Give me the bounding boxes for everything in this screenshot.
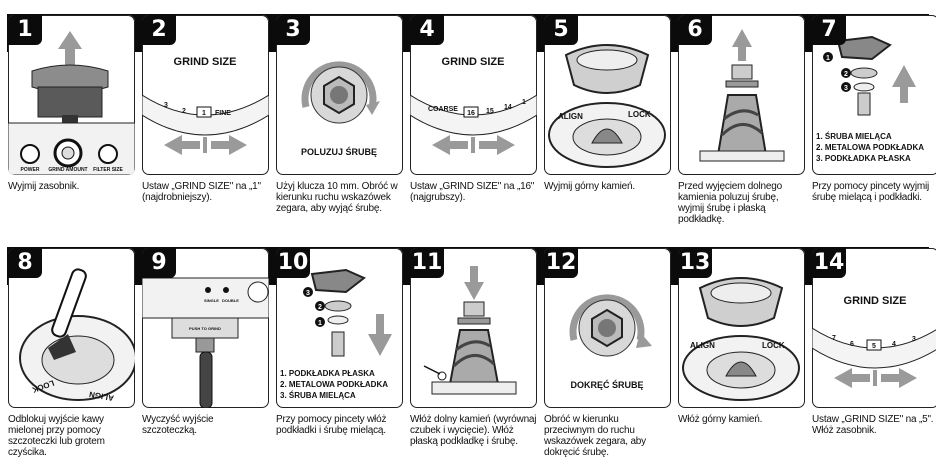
double-label: DOUBLE bbox=[222, 298, 239, 303]
badge-2: 2 bbox=[844, 71, 848, 78]
step-number: 5 bbox=[544, 15, 578, 45]
parts-label-2: 2. METALOWA PODKŁADKA bbox=[280, 380, 388, 389]
dial-tick-selected: 5 bbox=[872, 343, 876, 350]
grind-size-title: GRIND SIZE bbox=[442, 56, 505, 68]
step-caption: Wyczyść wyjście szczoteczką. bbox=[142, 414, 269, 436]
step-caption: Odblokuj wyjście kawy mielonej przy pomo… bbox=[8, 414, 135, 458]
dial-tick: 3 bbox=[164, 102, 168, 109]
step-number: 11 bbox=[410, 248, 444, 278]
step-illustration: 3 POLUZUJ ŚRUBĘ bbox=[276, 15, 403, 175]
step-caption: Włóż dolny kamień (wyrównaj czubek i wyc… bbox=[410, 414, 537, 447]
step-number: 8 bbox=[8, 248, 42, 278]
align-label: ALIGN bbox=[558, 112, 583, 121]
lock-label: LOCK bbox=[628, 110, 651, 119]
step-number: 14 bbox=[812, 248, 846, 278]
grind-amount-label: GRIND AMOUNT bbox=[48, 167, 87, 173]
step-illustration: 7 1 2 3 1. ŚRUBA MIELĄCA 2. METALOWA POD… bbox=[812, 15, 936, 175]
step-illustration: 13 ALIGN LOCK bbox=[678, 248, 805, 408]
step-number: 9 bbox=[142, 248, 176, 278]
step-caption: Obróć w kierunku przeciwnym do ruchu wsk… bbox=[544, 414, 671, 458]
step-number: 2 bbox=[142, 15, 176, 45]
parts-label-3: 3. PODKŁADKA PŁASKA bbox=[816, 154, 911, 163]
tighten-screw-label: DOKRĘĆ ŚRUBĘ bbox=[570, 379, 643, 390]
filter-size-label: FILTER SIZE bbox=[93, 167, 123, 173]
parts-label-2: 2. METALOWA PODKŁADKA bbox=[816, 143, 924, 152]
step-number: 10 bbox=[276, 248, 310, 278]
badge-1: 1 bbox=[826, 55, 830, 62]
coarse-label: COARSE bbox=[428, 106, 458, 113]
dial-tick: 4 bbox=[892, 341, 896, 348]
dial-tick: 6 bbox=[850, 341, 854, 348]
step-caption: Ustaw „GRIND SIZE" na „16" (najgrubszy). bbox=[410, 181, 537, 203]
badge-2: 2 bbox=[318, 304, 322, 311]
step-caption: Przed wyjęciem dolnego kamienia poluzuj … bbox=[678, 181, 805, 225]
step-caption: Przy pomocy pincety wyjmij śrubę mielącą… bbox=[812, 181, 936, 203]
step-illustration: 12 DOKRĘĆ ŚRUBĘ bbox=[544, 248, 671, 408]
step-illustration: 14 GRIND SIZE 7 6 5 4 3 bbox=[812, 248, 936, 408]
step-illustration: 9 SINGLE DOUBLE PUSH TO GRIND bbox=[142, 248, 269, 408]
parts-label-1: 1. ŚRUBA MIELĄCA bbox=[816, 132, 892, 141]
step-caption: Ustaw „GRIND SIZE" na „5". Włóż zasobnik… bbox=[812, 414, 936, 436]
step-number: 1 bbox=[8, 15, 42, 45]
push-to-grind-label: PUSH TO GRIND bbox=[189, 326, 221, 331]
step-number: 12 bbox=[544, 248, 578, 278]
step-illustration: 5 ALIGN LOCK bbox=[544, 15, 671, 175]
step-illustration: 4 GRIND SIZE COARSE 16 15 14 1 bbox=[410, 15, 537, 175]
lock-label: LOCK bbox=[762, 341, 785, 350]
dial-tick-selected: 1 bbox=[202, 110, 206, 117]
step-illustration: 6 bbox=[678, 15, 805, 175]
dial-tick: 1 bbox=[522, 99, 526, 106]
step-number: 4 bbox=[410, 15, 444, 45]
step-illustration: 11 bbox=[410, 248, 537, 408]
single-label: SINGLE bbox=[204, 298, 219, 303]
dial-tick: 15 bbox=[486, 108, 494, 115]
step-illustration: 10 3 2 1 1. PODKŁADKA PŁASKA 2. METALOWA… bbox=[276, 248, 403, 408]
dial-tick: 7 bbox=[832, 335, 836, 342]
dial-tick: 14 bbox=[504, 104, 512, 111]
parts-label-1: 1. PODKŁADKA PŁASKA bbox=[280, 369, 375, 378]
step-number: 7 bbox=[812, 15, 846, 45]
step-number: 3 bbox=[276, 15, 310, 45]
step-caption: Włóż górny kamień. bbox=[678, 414, 805, 425]
step-number: 13 bbox=[678, 248, 712, 278]
dial-tick-selected: 16 bbox=[467, 110, 475, 117]
step-caption: Ustaw „GRIND SIZE" na „1" (najdrobniejsz… bbox=[142, 181, 269, 203]
fine-label: FINE bbox=[215, 110, 231, 117]
step-caption: Użyj klucza 10 mm. Obróć w kierunku ruch… bbox=[276, 181, 403, 214]
loosen-screw-label: POLUZUJ ŚRUBĘ bbox=[301, 146, 377, 157]
step-caption: Wyjmij zasobnik. bbox=[8, 181, 135, 192]
power-label: POWER bbox=[21, 167, 40, 173]
parts-label-3: 3. ŚRUBA MIELĄCA bbox=[280, 391, 356, 400]
grind-size-title: GRIND SIZE bbox=[844, 295, 907, 307]
align-label: ALIGN bbox=[690, 341, 715, 350]
badge-3: 3 bbox=[306, 290, 310, 297]
dial-tick: 3 bbox=[912, 336, 916, 343]
grind-size-title: GRIND SIZE bbox=[174, 56, 237, 68]
step-caption: Wyjmij górny kamień. bbox=[544, 181, 671, 192]
badge-1: 1 bbox=[318, 320, 322, 327]
step-illustration: 2 GRIND SIZE 3 2 1 FINE bbox=[142, 15, 269, 175]
dial-tick: 2 bbox=[182, 108, 186, 115]
step-caption: Przy pomocy pincety włóż podkładki i śru… bbox=[276, 414, 403, 436]
step-illustration: 8 LOCK ALIGN bbox=[8, 248, 135, 408]
step-illustration: 1 POWER GRIND AMOUNT FILTER SIZE bbox=[8, 15, 135, 175]
step-number: 6 bbox=[678, 15, 712, 45]
badge-3: 3 bbox=[844, 85, 848, 92]
